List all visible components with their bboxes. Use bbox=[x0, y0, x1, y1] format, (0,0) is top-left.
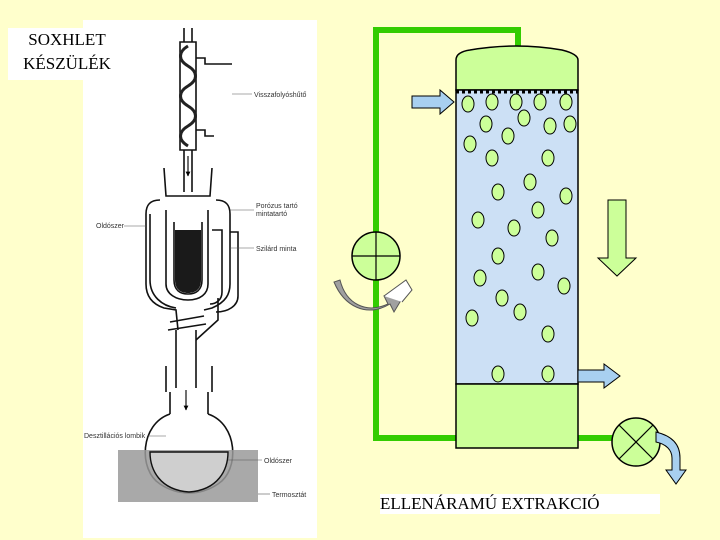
column-liquid bbox=[455, 89, 579, 385]
title-line-1: SOXHLET bbox=[28, 30, 106, 49]
label-thermostat: Termosztát bbox=[272, 492, 306, 499]
flask-bottom bbox=[149, 451, 229, 493]
label-solvent-left: Oldószer bbox=[96, 223, 125, 230]
outlet-drain-arrow-icon bbox=[655, 431, 687, 485]
extraction-column bbox=[455, 45, 579, 91]
label-solid-sample: Szilárd minta bbox=[256, 246, 297, 253]
caption: ELLENÁRAMÚ EXTRAKCIÓ bbox=[380, 494, 660, 514]
extract-outlet-arrow bbox=[577, 363, 621, 389]
rotation-arrow-outline-icon bbox=[383, 279, 413, 303]
column-bottom bbox=[455, 383, 579, 449]
label-reflux: Visszafolyóshűtő bbox=[254, 92, 307, 99]
label-porous: Porózus tartó bbox=[256, 203, 298, 210]
solid-flow-down-arrow bbox=[596, 199, 638, 277]
recirculation-pipe bbox=[373, 27, 521, 441]
outlet-valve bbox=[611, 417, 661, 467]
rotation-arrow-icon bbox=[333, 279, 407, 314]
recirculation-pump bbox=[351, 231, 401, 281]
solid-sample bbox=[175, 230, 201, 293]
solid-particles bbox=[461, 93, 577, 383]
title-line-2: KÉSZÜLÉK bbox=[23, 54, 111, 73]
label-flask: Desztillációs lombik bbox=[84, 433, 146, 440]
label-porous-2: mintatartó bbox=[256, 211, 287, 218]
feed-inlet-arrow bbox=[411, 88, 455, 116]
soxhlet-leaders bbox=[124, 93, 270, 495]
soxhlet-apparatus bbox=[144, 28, 239, 494]
label-solvent-flask: Oldószer bbox=[264, 458, 293, 465]
title-box: SOXHLET KÉSZÜLÉK bbox=[8, 28, 126, 80]
